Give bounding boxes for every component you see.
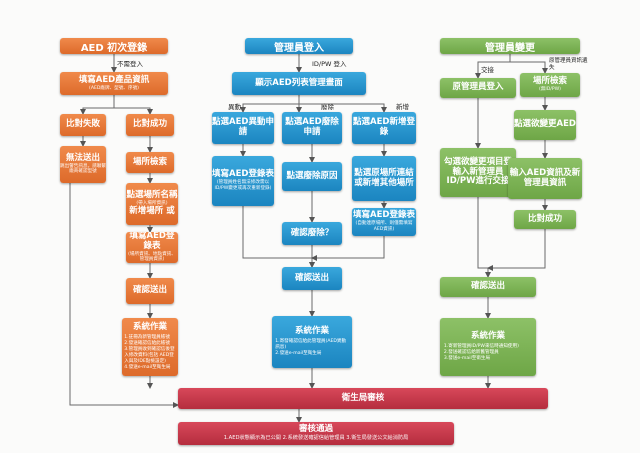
check-change-items-box: 勾選欲變更項目登輸入新管理員ID/PW進行交接 bbox=[440, 148, 516, 197]
right-compare-success-box: 比對成功 bbox=[514, 210, 576, 229]
transfer-label: 交接 bbox=[481, 66, 494, 74]
sys-item: 1.註冊為新管理員帳號 bbox=[124, 334, 170, 340]
right-place-search-box: 場所檢索 (無ID/PW) bbox=[520, 73, 580, 97]
change-label: 異動 bbox=[228, 103, 241, 111]
health-bureau-review-box: 衛生局審核 bbox=[178, 388, 548, 409]
sys-item: 1.寄發確認信給此管理員(AED異動訊息) bbox=[275, 338, 347, 350]
input-aed-info-box: 輸入AED資訊及新管理員資訊 bbox=[508, 158, 582, 199]
sys-item: 3.管理員收到確認信後登入修改資料(包括 AED登入與及IDE點檢設定) bbox=[124, 346, 175, 364]
sys-item: 3.發送e-mail至衛生局 bbox=[443, 355, 491, 361]
fill-add-form-box: 填寫AED登錄表 (自動連原場所、則僅需填寫AED資訊) bbox=[352, 208, 416, 236]
sys-item: 1.寄新管理員ID/PW來信時通知使用) bbox=[443, 343, 519, 349]
click-aed-change-box: 點選AED異動申請 bbox=[212, 112, 274, 144]
add-label: 新增 bbox=[396, 103, 409, 111]
place-search-box: 場所檢索 bbox=[126, 152, 174, 173]
orig-admin-lost-label: 原管理員資訊遺失 bbox=[549, 58, 588, 71]
click-change-aed-box: 點選欲變更AED bbox=[514, 110, 576, 140]
no-login-label: 不需登入 bbox=[117, 60, 143, 68]
left-confirm-submit-box: 確認送出 bbox=[126, 278, 174, 304]
left-system-operation-box: 系統作業 1.註冊為新管理員帳號 2.發送確認信給此帳號 3.管理員收到確認信後… bbox=[122, 318, 178, 376]
confirm-remove-box: 確認廢除？ bbox=[282, 222, 342, 245]
center-system-operation-box: 系統作業 1.寄發確認信給此管理員(AED異動訊息) 2.發送e-mail至衛生… bbox=[272, 316, 352, 368]
right-confirm-submit-box: 確認送出 bbox=[440, 277, 536, 297]
review-approved-box: 審核通過 1.AED狀態顯示為已公開 2.系統發送確認信給管理員 3.衛生局發送… bbox=[178, 422, 454, 445]
sys-item: 2.發送確認信給新舊管理員 bbox=[443, 349, 499, 355]
admin-login-header: 管理員登入 bbox=[245, 38, 353, 54]
click-original-place-box: 點選原場所連結或新增其他場所 bbox=[352, 156, 416, 201]
cannot-submit-box: 無法送出 跳出警告訊息，請聯繫廠商確認型號 bbox=[60, 146, 106, 183]
sys-item: 2.發送e-mail至衛生局 bbox=[275, 350, 322, 356]
fill-aed-product-info-box: 填寫AED產品資訊 (AED廠牌、型號、序號) bbox=[60, 72, 168, 95]
original-admin-login-box: 原管理員登入 bbox=[440, 78, 516, 98]
id-pw-login-label: ID/PW 登入 bbox=[312, 60, 347, 68]
compare-success-box: 比對成功 bbox=[126, 114, 174, 136]
remove-label: 廢除 bbox=[321, 103, 334, 111]
sys-item: 2.發送確認信給此帳號 bbox=[124, 340, 170, 346]
right-system-operation-box: 系統作業 1.寄新管理員ID/PW來信時通知使用) 2.發送確認信給新舊管理員 … bbox=[440, 318, 536, 376]
click-aed-remove-box: 點選AED廢除申請 bbox=[282, 112, 342, 144]
compare-fail-box: 比對失敗 bbox=[60, 114, 106, 136]
sys-item: 4.發送e-mail至衛生局 bbox=[124, 364, 171, 370]
fill-change-form-box: 填寫AED登錄表 (管理員姓名無法修改需以ID/PW變更或再次重新登錄) bbox=[212, 156, 274, 206]
admin-change-header: 管理員變更 bbox=[440, 38, 580, 54]
click-aed-add-box: 點選AED新增登錄 bbox=[352, 112, 416, 144]
center-confirm-submit-box: 確認送出 bbox=[282, 267, 342, 290]
aed-first-registration-header: AED 初次登錄 bbox=[60, 38, 168, 54]
show-aed-list-box: 顯示AED列表管理畫面 bbox=[232, 72, 366, 95]
fill-aed-form-box: 填寫AED登錄表 (場所資訊、地點資訊、管理員資訊) bbox=[126, 232, 178, 263]
click-place-name-box: 點選場所名稱 (帶入場所資訊) 新增場所 或 bbox=[126, 183, 178, 225]
click-remove-reason-box: 點選廢除原因 bbox=[282, 162, 342, 191]
